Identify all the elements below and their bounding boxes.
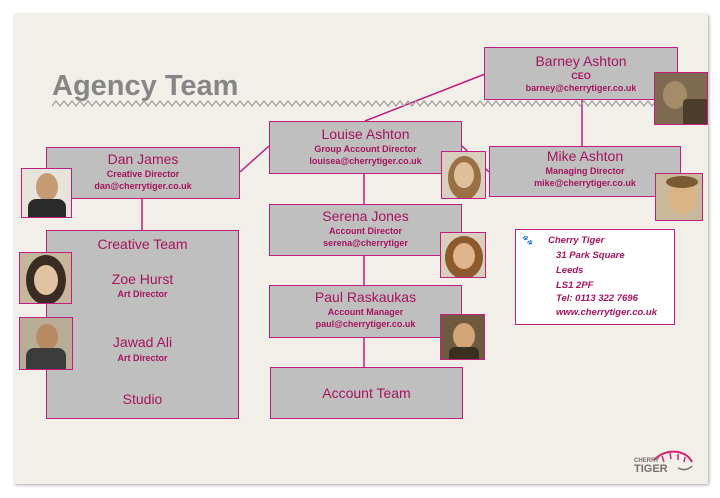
photo-zoe bbox=[19, 252, 72, 304]
member-name: Jawad Ali bbox=[112, 334, 173, 350]
tiger-stripes-icon bbox=[653, 450, 693, 471]
page-title: Agency Team bbox=[52, 70, 239, 102]
person-name: Paul Raskaukas bbox=[314, 289, 417, 305]
person-role: Managing Director bbox=[545, 166, 625, 176]
team-title: Account Team bbox=[322, 385, 411, 401]
person-box-paul: Paul Raskaukas Account Manager paul@cher… bbox=[269, 285, 462, 338]
contact-line: 31 Park Square bbox=[556, 250, 625, 261]
contact-line: Cherry Tiger bbox=[548, 235, 605, 246]
photo-paul bbox=[440, 314, 485, 360]
person-role: CEO bbox=[571, 71, 591, 81]
account-team-box: Account Team bbox=[270, 367, 463, 419]
team-title: Creative Team bbox=[97, 236, 188, 252]
contact-line: LS1 2PF bbox=[556, 280, 594, 291]
person-box-mike: Mike Ashton Managing Director mike@cherr… bbox=[489, 146, 681, 197]
person-box-serena: Serena Jones Account Director serena@che… bbox=[269, 204, 462, 256]
person-role: Account Manager bbox=[327, 307, 404, 317]
person-box-dan: Dan James Creative Director dan@cherryti… bbox=[46, 147, 240, 199]
person-name: Serena Jones bbox=[322, 208, 409, 224]
zigzag-divider bbox=[52, 100, 685, 107]
creative-team-box: Creative Team Zoe Hurst Art Director Jaw… bbox=[46, 230, 239, 419]
person-email: paul@cherrytiger.co.uk bbox=[315, 319, 416, 329]
person-name: Mike Ashton bbox=[546, 148, 624, 164]
person-email: barney@cherrytiger.co.uk bbox=[525, 83, 637, 93]
photo-jawad bbox=[19, 317, 73, 370]
photo-louise bbox=[441, 151, 486, 199]
member-role: Art Director bbox=[117, 289, 168, 299]
person-box-louise: Louise Ashton Group Account Director lou… bbox=[269, 121, 462, 174]
contact-line: Leeds bbox=[556, 265, 584, 276]
paw-icon: 🐾 bbox=[522, 235, 534, 245]
cherry-tiger-logo: CHERRY TIGER bbox=[634, 446, 696, 480]
contact-line: Tel: 0113 322 7696 bbox=[556, 293, 638, 304]
contact-card: 🐾 Cherry Tiger 31 Park Square Leeds LS1 … bbox=[515, 229, 675, 325]
person-email: dan@cherrytiger.co.uk bbox=[94, 181, 192, 191]
person-role: Group Account Director bbox=[314, 144, 417, 154]
logo-wordmark: CHERRY TIGER bbox=[634, 458, 668, 475]
member-role: Art Director bbox=[117, 353, 168, 363]
person-role: Creative Director bbox=[106, 169, 180, 179]
member-name: Zoe Hurst bbox=[111, 271, 174, 287]
studio-label: Studio bbox=[122, 391, 163, 407]
person-name: Barney Ashton bbox=[535, 53, 627, 69]
photo-serena bbox=[440, 232, 486, 278]
person-email: louisea@cherrytiger.co.uk bbox=[309, 156, 422, 166]
person-role: Account Director bbox=[328, 226, 402, 236]
photo-dan bbox=[21, 168, 72, 218]
connector-louise-dan bbox=[239, 145, 270, 173]
photo-barney bbox=[654, 72, 708, 125]
person-name: Louise Ashton bbox=[321, 126, 410, 142]
person-box-barney: Barney Ashton CEO barney@cherrytiger.co.… bbox=[484, 47, 678, 100]
person-email: serena@cherrytiger bbox=[323, 238, 408, 248]
photo-mike bbox=[655, 173, 703, 221]
contact-line: www.cherrytiger.co.uk bbox=[556, 307, 658, 318]
person-email: mike@cherrytiger.co.uk bbox=[534, 178, 636, 188]
person-name: Dan James bbox=[107, 151, 179, 167]
connector-barney-louise bbox=[364, 73, 486, 122]
